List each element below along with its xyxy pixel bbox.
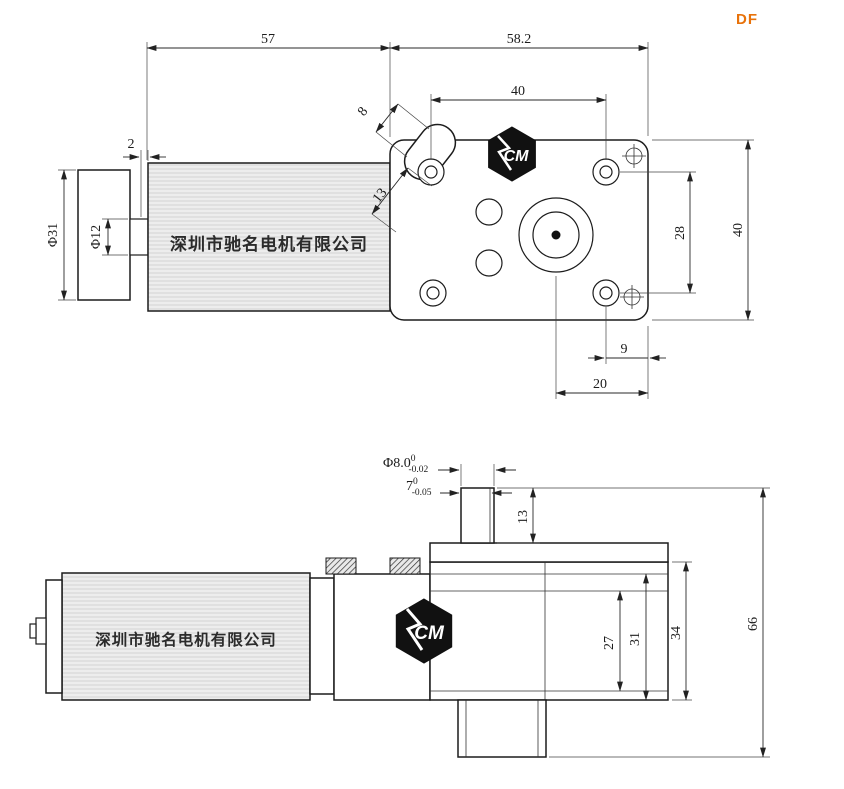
dim-plate-height: 40 (652, 139, 754, 321)
output-shaft-boss (518, 197, 594, 273)
dim-shaft-diameter: Φ8.00-0.02 (383, 454, 516, 486)
top-view: 深圳市驰名电机有限公司 (46, 32, 754, 399)
svg-text:27: 27 (602, 636, 617, 650)
cm-logo-hexagon (488, 126, 536, 182)
motor-endcap-side (45, 579, 63, 694)
motor-rear-boss (129, 218, 149, 256)
svg-text:Φ8.00-0.02: Φ8.00-0.02 (383, 454, 429, 475)
svg-text:40: 40 (731, 223, 746, 237)
gearbox-cover-plate (429, 542, 669, 563)
dim-hole-spacing-horizontal: 40 (430, 84, 607, 160)
dim-shaft-to-edge: 20 (555, 276, 649, 399)
standoff-screw-right (389, 557, 421, 575)
dim-inner-height: 27 (602, 590, 623, 692)
dim-gearbox-height: 34 (669, 561, 692, 701)
dim-hole-spacing-vertical: 28 (620, 171, 696, 294)
company-label-top: 深圳市驰名电机有限公司 (170, 234, 368, 254)
motor-terminal-pin (29, 623, 37, 639)
svg-text:9: 9 (621, 342, 628, 357)
gearbox-front-plate (309, 577, 335, 695)
svg-text:58.2: 58.2 (507, 32, 532, 47)
dim-rear-boss-diameter: Φ12 (89, 218, 128, 256)
dim-motor-diameter: Φ31 (46, 169, 76, 301)
shaft-center-point (551, 230, 561, 240)
motor-rear-cap (77, 169, 131, 301)
cm-logo-top: CM (488, 126, 536, 182)
mounting-hole-top-right (592, 158, 620, 186)
dim-shaft-flat: 70-0.05 (406, 477, 512, 498)
target-mark-bottom-right (620, 285, 644, 309)
svg-text:Φ31: Φ31 (46, 223, 61, 247)
motor-terminal (35, 617, 47, 645)
cm-logo-slash-icon (497, 135, 513, 171)
svg-text:31: 31 (628, 632, 643, 646)
small-hole-upper (475, 198, 503, 226)
svg-text:20: 20 (593, 377, 607, 392)
side-view: 深圳市驰名电机有限公司 CM Φ8 (29, 454, 770, 758)
svg-text:Φ12: Φ12 (89, 225, 104, 249)
dim-body-height: 31 (628, 573, 649, 701)
dim-total-height: 66 (549, 487, 770, 758)
output-shaft (460, 487, 495, 544)
dim-gearbox-width: 58.2 (389, 32, 649, 136)
cm-logo-text-side: CM (414, 623, 445, 644)
cm-logo-text: CM (504, 148, 530, 165)
small-hole-lower (475, 249, 503, 277)
svg-text:70-0.05: 70-0.05 (406, 477, 432, 498)
svg-text:28: 28 (673, 226, 688, 240)
gearbox-body-right (429, 561, 669, 701)
svg-text:40: 40 (511, 84, 525, 99)
dim-hole-to-edge: 9 (588, 307, 666, 399)
dim-shaft-length: 13 (497, 487, 770, 544)
target-mark-top-right (622, 144, 646, 168)
bottom-shaft-housing (457, 699, 547, 758)
mounting-hole-bottom-right (592, 279, 620, 307)
company-label-side: 深圳市驰名电机有限公司 (95, 630, 277, 649)
svg-text:66: 66 (746, 617, 761, 631)
mounting-hole-top-left (417, 158, 445, 186)
cm-logo-side: CM (395, 598, 453, 664)
mounting-hole-bottom-left (419, 279, 447, 307)
mounting-slot (403, 123, 457, 181)
standoff-screw-left (325, 557, 357, 575)
dim-rear-step: 2 (123, 137, 166, 217)
svg-text:57: 57 (261, 32, 275, 47)
watermark-df: DF (736, 11, 758, 28)
svg-text:34: 34 (669, 626, 684, 640)
cm-logo-slash-icon-side (405, 608, 424, 651)
svg-text:13: 13 (516, 510, 531, 524)
cm-logo-hexagon-side (395, 598, 453, 664)
svg-text:2: 2 (128, 137, 135, 152)
